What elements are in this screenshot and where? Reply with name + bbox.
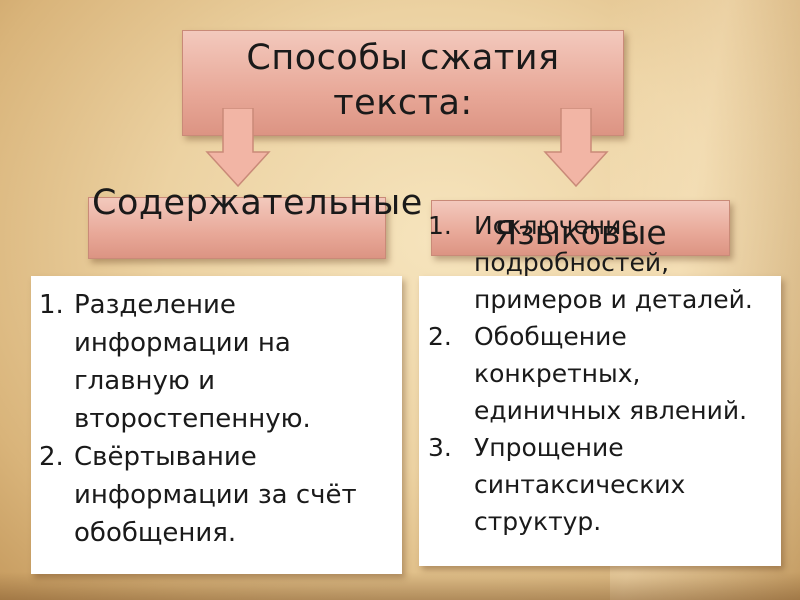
list-item: 2. Обобщение конкретных, единичных явлен…	[428, 318, 788, 429]
category-box-left	[88, 197, 386, 259]
category-left-label: Содержательные	[92, 183, 423, 223]
arrow-down-right-icon	[543, 108, 609, 188]
list-item-number: 1.	[428, 211, 452, 240]
category-box-right	[431, 200, 730, 256]
list-item-number: 3.	[428, 433, 452, 462]
list-item-text: Свёртывание информации за счёт обобщения…	[74, 442, 357, 548]
left-method-list: 1. Разделение информации на главную и вт…	[39, 286, 399, 552]
list-item-text: Разделение информации на главную и второ…	[74, 290, 311, 434]
list-item-number: 1.	[39, 290, 64, 320]
category-right-label: Языковые	[494, 213, 667, 252]
list-item-text: Упрощение синтаксических структур.	[474, 433, 686, 536]
list-item: 1. Разделение информации на главную и вт…	[39, 286, 399, 438]
arrow-down-left-icon	[205, 108, 271, 188]
list-item-text: Исключение подробностей, примеров и дета…	[474, 211, 753, 314]
right-content-box	[419, 276, 781, 566]
list-item-number: 2.	[39, 442, 64, 472]
title-box	[182, 30, 624, 136]
slide-title: Способы сжатия текста:	[246, 38, 560, 123]
list-item: 1. Исключение подробностей, примеров и д…	[428, 207, 788, 318]
right-method-list: 1. Исключение подробностей, примеров и д…	[428, 207, 788, 600]
paper-edge-shadow	[0, 572, 800, 600]
left-content-box	[31, 276, 402, 574]
list-item-number: 2.	[428, 322, 452, 351]
list-item: 3. Упрощение синтаксических структур.	[428, 429, 788, 540]
list-item: 2. Свёртывание информации за счёт обобще…	[39, 438, 399, 552]
list-item-text: Обобщение конкретных, единичных явлений.	[474, 322, 748, 425]
